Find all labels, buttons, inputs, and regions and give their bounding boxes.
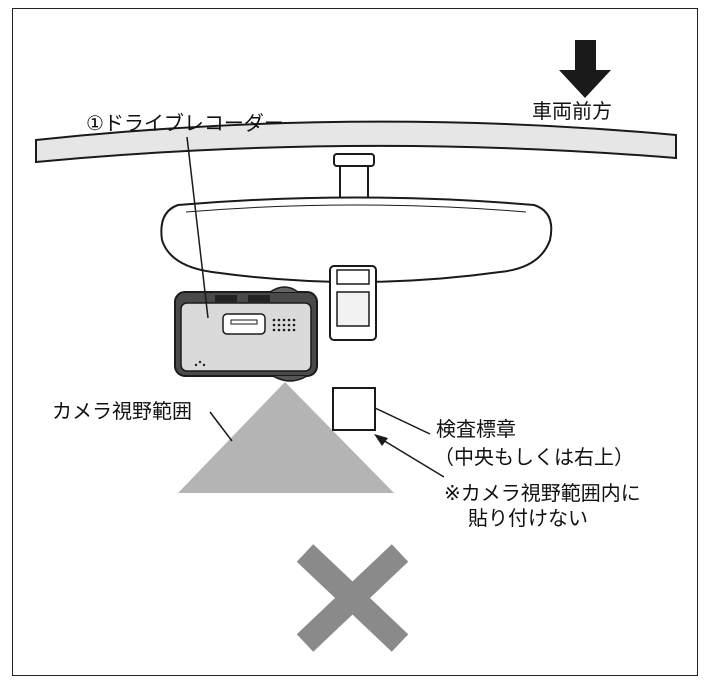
diagram-frame: [12, 8, 698, 676]
dashcam-face: [180, 302, 312, 372]
front-direction-label: 車両前方: [532, 99, 612, 123]
dashcam-label: ①ドライブレコーダー: [86, 111, 284, 135]
inspection-sticker: [332, 387, 376, 431]
view-cone: [178, 382, 394, 493]
leader-warning: [377, 436, 445, 478]
mirror-mount: [333, 153, 375, 167]
warning-label-line2: 貼り付けない: [468, 506, 588, 530]
speaker-grille: [272, 318, 296, 332]
camera-lens: [272, 375, 308, 382]
leader-sticker: [374, 407, 431, 435]
leader-dashcam: [186, 136, 209, 319]
sticker-position-label: （中央もしくは右上）: [434, 445, 634, 469]
warning-arrowhead: [374, 434, 388, 446]
camera-view-label: カメラ視野範囲: [52, 399, 192, 423]
leader-camera-view: [209, 411, 233, 442]
cross-mark-icon: [296, 544, 409, 652]
sticker-label: 検査標章: [436, 417, 516, 441]
rearview-mirror: [160, 196, 553, 283]
windshield-edge: [35, 120, 677, 164]
warning-label-line1: ※カメラ視野範囲内に: [444, 481, 641, 505]
down-arrow-icon: [559, 40, 611, 98]
